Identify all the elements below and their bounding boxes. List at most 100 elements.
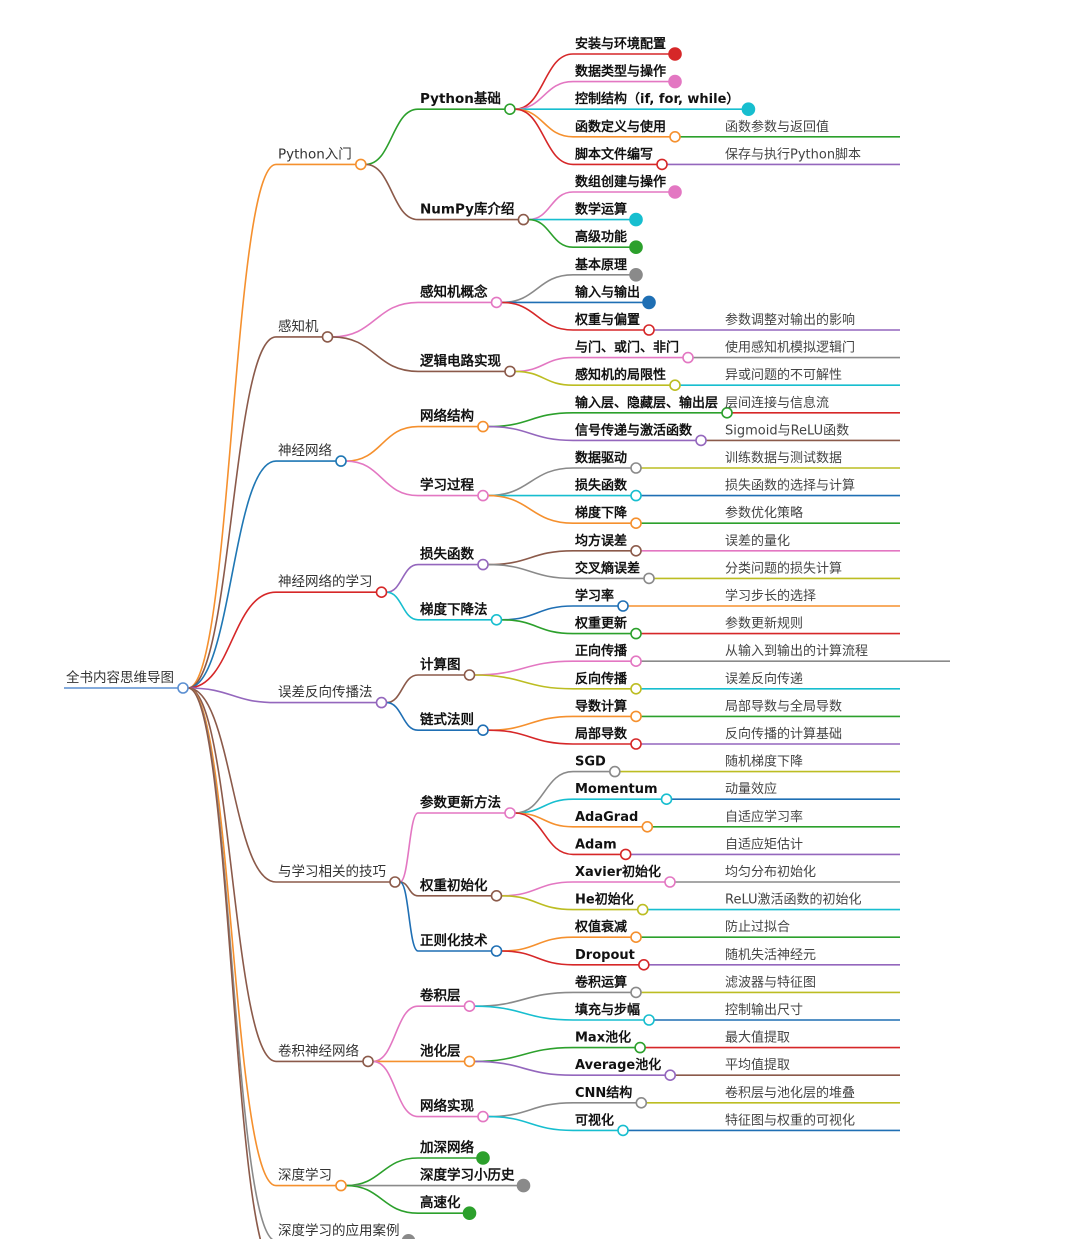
node-label-n-4-0: 计算图 [420,656,461,673]
expand-node-n-4-0-1[interactable] [630,682,642,695]
node-label-n-1-0-0: 基本原理 [574,257,627,273]
node-label-n-5-1-1: He初始化 [575,892,634,908]
expand-node-n-2-0-0[interactable] [721,406,733,419]
expand-node-n-1-1[interactable] [504,365,516,378]
expand-node-n-2-1[interactable] [477,489,489,502]
expand-node-n-4-1-1[interactable] [630,738,642,750]
expand-node-n-1-0-2[interactable] [643,324,655,336]
expand-node-n-3-0-0[interactable] [630,544,642,557]
node-label-n-2-1-1: 损失函数 [575,478,628,494]
leaf-dot-n-1-0-1 [642,295,656,310]
expand-node-n-6-2-0[interactable] [635,1097,648,1109]
node-label-n-5-0-0: SGD [575,755,606,770]
expand-node-n-4[interactable] [375,696,388,709]
expand-node-n-5-2-1[interactable] [638,958,650,971]
expand-node-n-2-1-1[interactable] [630,489,642,502]
leaf-dot-n-0-0-1 [668,74,682,89]
expand-node-n-1-0[interactable] [490,296,503,309]
node-label-n-0-1-1: 数学运算 [575,202,627,218]
node-label-n-2-1-0-0: 训练数据与测试数据 [725,451,842,466]
node-label-n-2-0-1-0: Sigmoid与ReLU函数 [725,423,849,438]
node-label-n-6-0-0-0: 滤波器与特征图 [725,975,816,990]
expand-node-n-3-1[interactable] [490,613,503,626]
expand-node-n-6-1-1[interactable] [664,1069,677,1081]
link-n-3-0-0 [487,550,574,566]
expand-node-n-3-1-1[interactable] [630,627,642,640]
expand-node-n-0-1[interactable] [517,213,530,226]
expand-node-n-3-0[interactable] [477,558,489,571]
link-n-6-1-1 [474,1060,574,1076]
node-label-n-6-0-1: 填充与步幅 [575,1002,640,1018]
expand-node-n-6-1-0[interactable] [634,1041,646,1054]
expand-node-n-1-1-1[interactable] [669,379,681,392]
expand-node-n-2-0[interactable] [477,420,489,433]
leaf-dot-n-8 [401,1234,416,1239]
node-label-n-5-1-1-0: ReLU激活函数的初始化 [725,892,862,908]
expand-node-n-5-0[interactable] [504,807,516,819]
expand-node-n-0-0[interactable] [504,103,516,115]
expand-node-n-3[interactable] [375,586,388,599]
node-label-n-4-1-0: 导数计算 [575,698,627,714]
expand-node-n-5-0-1[interactable] [660,793,673,806]
expand-node-n-6-1[interactable] [463,1055,476,1068]
node-label-n-5-0-1-0: 动量效应 [725,781,777,797]
expand-node-n-7[interactable] [335,1179,347,1192]
node-label-n-0-0-0: 安装与环境配置 [575,36,666,52]
expand-node-n-1[interactable] [321,331,334,343]
expand-node-n-5-0-0[interactable] [609,765,621,778]
expand-node-n-6-2[interactable] [477,1110,489,1123]
expand-node-n-5-2[interactable] [490,945,503,957]
expand-node-n-5-1-1[interactable] [636,903,649,916]
expand-node-n-0[interactable] [354,158,367,171]
leaf-dot-n-7-0 [476,1151,490,1165]
expand-node-n-0-0-4[interactable] [656,158,668,171]
link-n-0 [187,163,277,689]
expand-node-n-3-1-0[interactable] [617,600,629,612]
expand-node-n-4-0[interactable] [463,669,476,681]
link-n-1-1-1 [514,370,574,386]
node-label-n-0-0: Python基础 [420,90,501,107]
expand-node-n-2-1-0[interactable] [630,462,642,474]
expand-node-n-5-0-3[interactable] [619,848,632,861]
expand-node-n-6[interactable] [362,1055,374,1068]
expand-node-n-2-1-2[interactable] [630,517,642,530]
node-label-n-3-0-0: 均方误差 [575,533,627,549]
node-label-n-3-0-1: 交叉熵误差 [575,560,640,576]
node-label-n-7-0: 加深网络 [419,1139,474,1156]
node-label-n-6-0-1-0: 控制输出尺寸 [725,1002,803,1018]
link-n-7-0 [345,1157,419,1187]
expand-node-n-6-0[interactable] [463,1000,476,1013]
expand-node-n-5-2-0[interactable] [630,931,642,944]
root-node-label: 全书内容思维导图 [66,669,174,686]
expand-node-n-4-0-0[interactable] [630,655,642,668]
link-n-5-0 [399,812,419,883]
node-label-n-3-1-1: 权重更新 [574,616,627,632]
expand-node-n-1-1-0[interactable] [682,351,694,364]
expand-node-n-6-0-0[interactable] [630,986,642,999]
node-label-n-5-1-0-0: 均匀分布初始化 [725,865,816,880]
node-label-n-1-0-2-0: 参数调整对输出的影响 [725,312,855,328]
expand-node-n-5-0-2[interactable] [641,820,654,833]
link-n-6-1-0 [474,1046,574,1063]
expand-node-n[interactable] [177,682,189,694]
expand-node-n-6-0-1[interactable] [643,1014,655,1026]
node-label-n-1-1-0: 与门、或门、非门 [575,340,679,356]
expand-node-n-2[interactable] [335,455,347,467]
expand-node-n-5-1-0[interactable] [664,876,676,888]
link-n-8 [187,687,275,1239]
node-label-n-6-2-0-0: 卷积层与池化层的堆叠 [725,1085,855,1101]
link-n-5-0-3 [514,812,574,856]
link-n-0-1 [365,163,419,221]
expand-node-n-5[interactable] [389,876,401,888]
node-label-n-2-1-0: 数据驱动 [575,450,627,466]
expand-node-n-4-1[interactable] [477,724,489,737]
expand-node-n-4-1-0[interactable] [630,710,642,723]
expand-node-n-5-1[interactable] [490,889,503,902]
link-n-5-2-1 [501,950,574,966]
expand-node-n-0-0-3[interactable] [669,131,681,143]
expand-node-n-2-0-1[interactable] [695,434,707,447]
node-label-n-6: 卷积神经网络 [278,1043,359,1059]
expand-node-n-3-0-1[interactable] [643,572,655,585]
expand-node-n-6-2-1[interactable] [617,1124,629,1137]
